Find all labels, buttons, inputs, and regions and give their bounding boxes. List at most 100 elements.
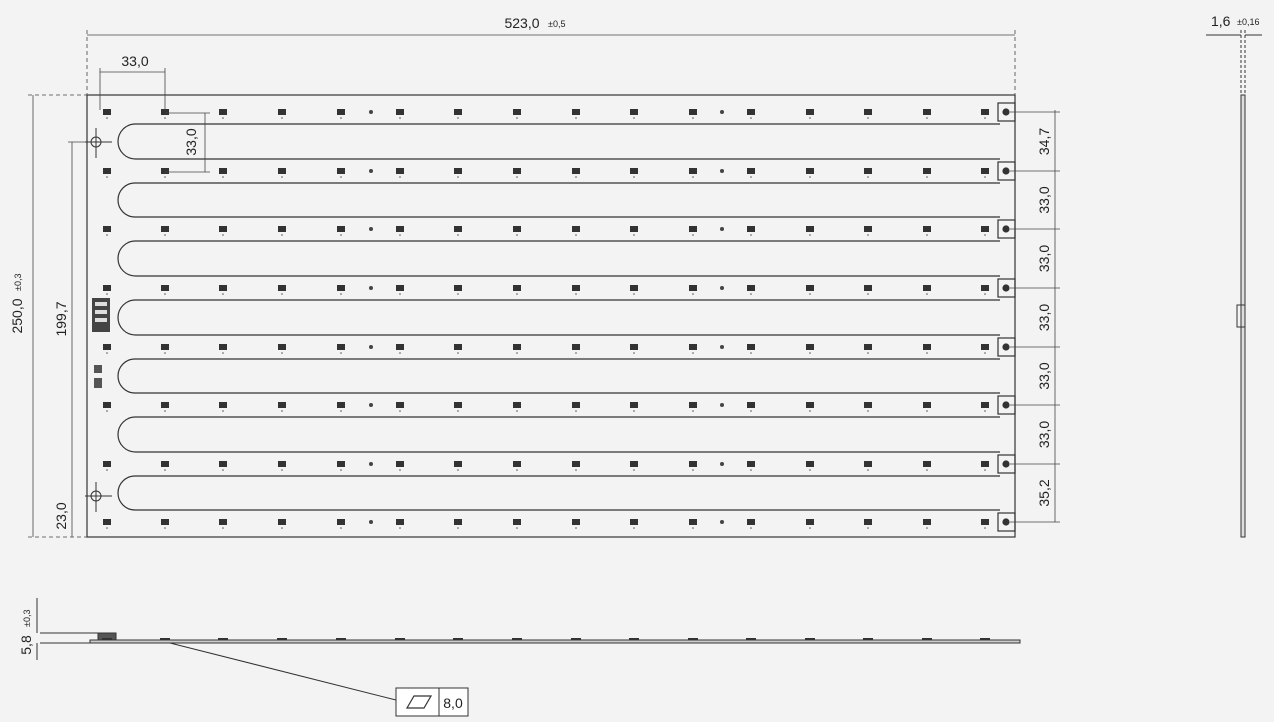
led-marker (222, 117, 224, 119)
side-led (218, 638, 228, 640)
overall-height-value: 250,0 (9, 298, 25, 333)
led (806, 402, 814, 408)
led-marker (633, 293, 635, 295)
led (337, 402, 345, 408)
led (278, 402, 286, 408)
via (369, 462, 373, 466)
led (219, 344, 227, 350)
led-marker (984, 469, 986, 471)
led (630, 226, 638, 232)
led-marker (516, 234, 518, 236)
led-marker (692, 234, 694, 236)
led-marker (222, 352, 224, 354)
led (396, 285, 404, 291)
led-marker (164, 352, 166, 354)
led (689, 109, 697, 115)
led-marker (926, 410, 928, 412)
led-marker (692, 117, 694, 119)
led (396, 226, 404, 232)
led (454, 168, 462, 174)
led (337, 344, 345, 350)
tab-hole (1002, 225, 1010, 233)
led-marker (516, 410, 518, 412)
led (219, 109, 227, 115)
via (720, 227, 724, 231)
led (572, 402, 580, 408)
led (923, 344, 931, 350)
led (864, 109, 872, 115)
led-marker (809, 176, 811, 178)
led-marker (809, 469, 811, 471)
led (572, 344, 580, 350)
led-marker (281, 527, 283, 529)
led (337, 226, 345, 232)
side-led (571, 638, 581, 640)
led-marker (340, 469, 342, 471)
slot (117, 123, 1000, 160)
led-marker (633, 410, 635, 412)
led (923, 519, 931, 525)
led (689, 461, 697, 467)
side-led (160, 638, 170, 640)
mounting-holes (85, 128, 112, 512)
led (219, 402, 227, 408)
led (454, 109, 462, 115)
led-marker (926, 117, 928, 119)
led-marker (340, 410, 342, 412)
led-marker (457, 469, 459, 471)
side-led (102, 638, 112, 640)
side-led (688, 638, 698, 640)
led (278, 285, 286, 291)
led (572, 461, 580, 467)
led-marker (809, 234, 811, 236)
tab-hole (1002, 108, 1010, 116)
led-marker (106, 293, 108, 295)
led-marker (692, 293, 694, 295)
led-marker (399, 352, 401, 354)
led (396, 109, 404, 115)
led (278, 226, 286, 232)
thickness-value: 1,6 (1211, 13, 1231, 29)
led-marker (867, 117, 869, 119)
led (981, 344, 989, 350)
side-view-bottom (36, 598, 1021, 701)
led (981, 461, 989, 467)
led-marker (750, 117, 752, 119)
led-marker (164, 117, 166, 119)
side-led (746, 638, 756, 640)
led-marker (164, 234, 166, 236)
led-marker (926, 469, 928, 471)
led (337, 285, 345, 291)
led (981, 109, 989, 115)
led-marker (457, 234, 459, 236)
led (103, 168, 111, 174)
led (396, 168, 404, 174)
tab-hole (1002, 167, 1010, 175)
led (572, 109, 580, 115)
led-marker (164, 293, 166, 295)
led-marker (106, 527, 108, 529)
mount-hole-span-label: 199,7 (53, 301, 69, 336)
led-marker (106, 176, 108, 178)
led-marker (399, 293, 401, 295)
via (369, 169, 373, 173)
led-marker (516, 469, 518, 471)
led-marker (281, 469, 283, 471)
led-marker (106, 469, 108, 471)
via (720, 169, 724, 173)
led-marker (926, 234, 928, 236)
led-marker (281, 410, 283, 412)
led (630, 344, 638, 350)
led-marker (984, 176, 986, 178)
led-marker (692, 176, 694, 178)
led (513, 344, 521, 350)
led-marker (984, 352, 986, 354)
side-led (922, 638, 932, 640)
led (572, 519, 580, 525)
led (630, 285, 638, 291)
led (864, 168, 872, 174)
led (161, 519, 169, 525)
led (981, 519, 989, 525)
component-height-value: 5,8 (18, 635, 34, 655)
led (864, 285, 872, 291)
